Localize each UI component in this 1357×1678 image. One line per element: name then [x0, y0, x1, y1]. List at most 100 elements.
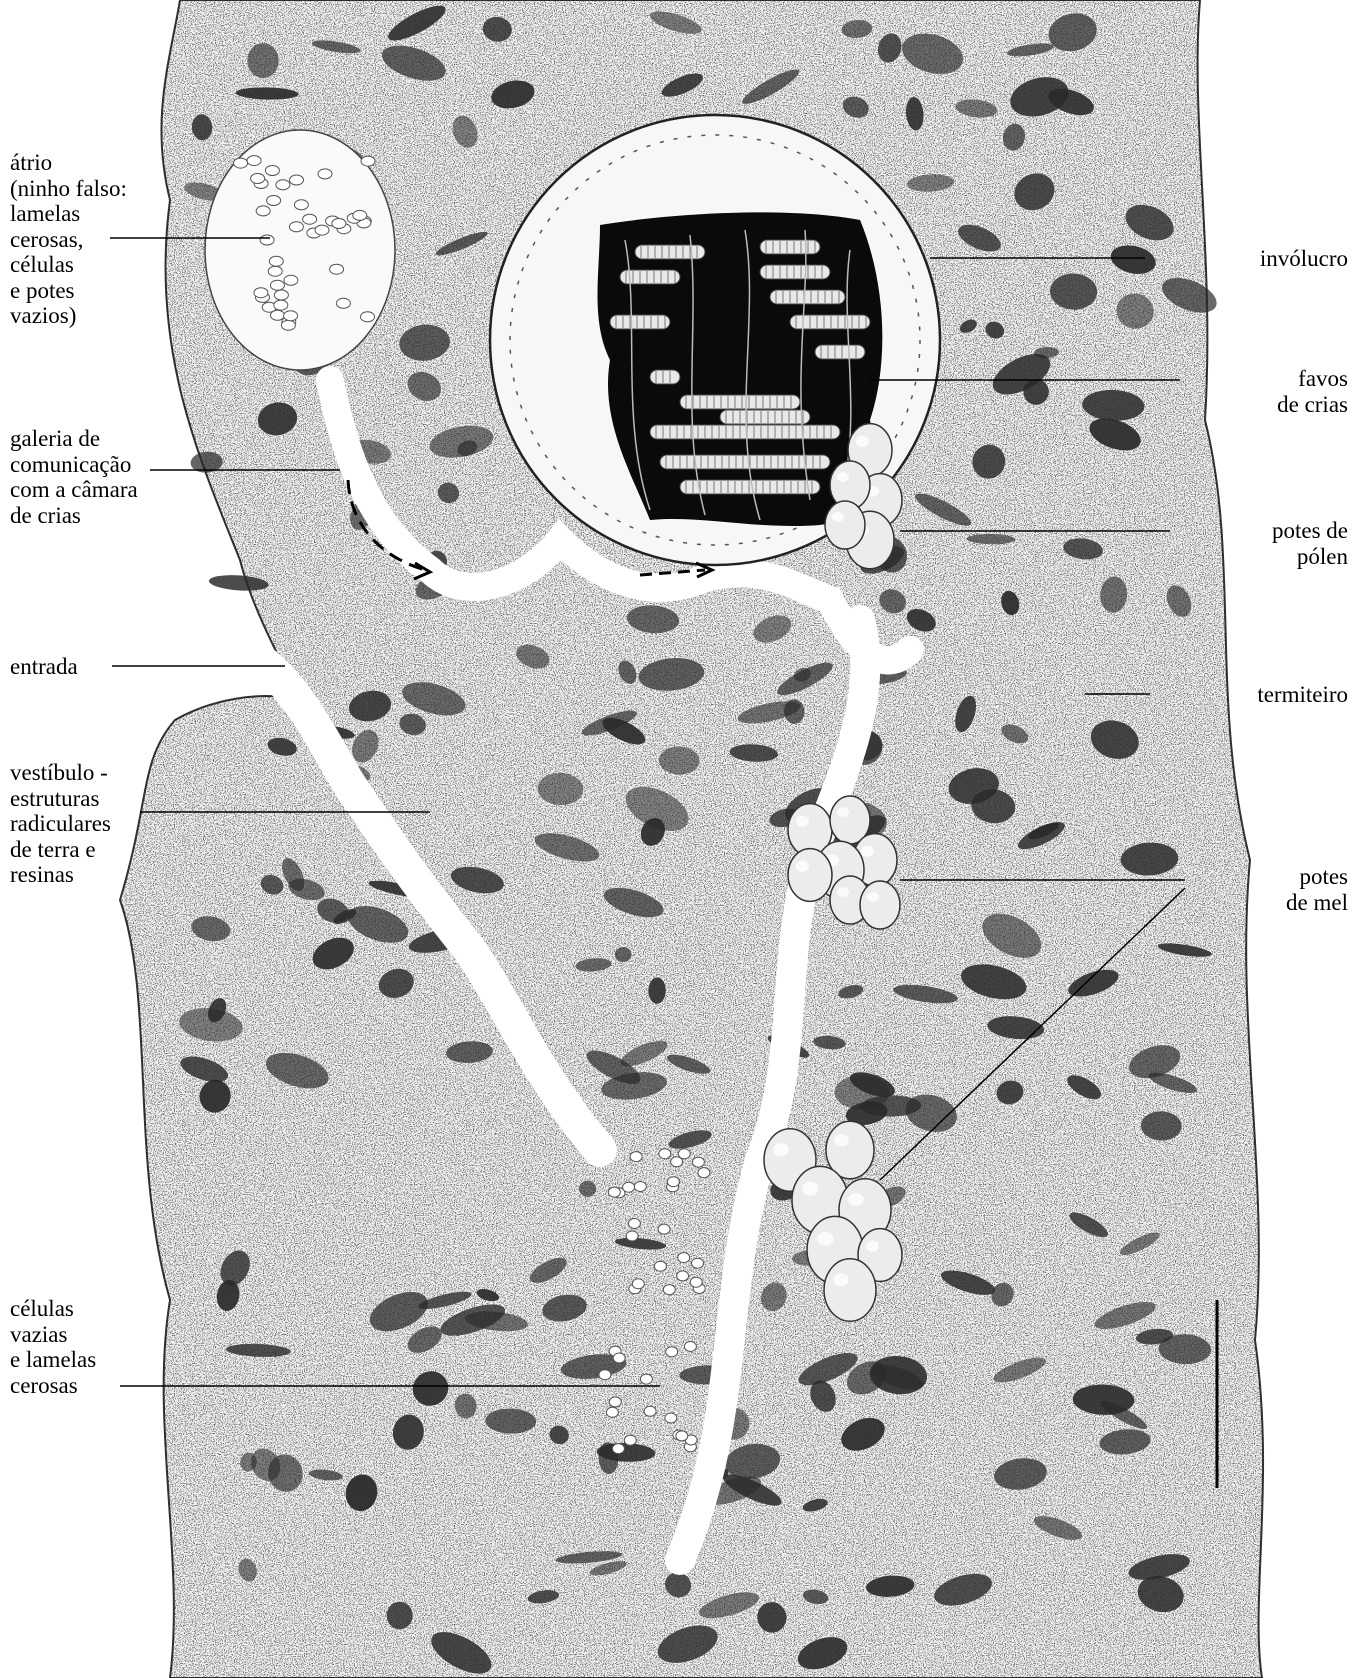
brood-comb — [680, 395, 800, 409]
atrium-cell — [256, 206, 270, 216]
label-potes-polen: potes de pólen — [1272, 518, 1348, 569]
empty-cell — [663, 1285, 675, 1295]
atrium-cell — [274, 290, 288, 300]
pot-highlight — [867, 892, 879, 902]
pot-highlight — [817, 1232, 834, 1246]
empty-cell — [667, 1177, 679, 1187]
empty-cell — [659, 1149, 671, 1159]
empty-cell — [606, 1407, 618, 1417]
empty-cell — [654, 1261, 666, 1271]
atrium-cell — [284, 311, 298, 321]
atrium-cell — [315, 225, 329, 235]
atrium-cell — [270, 280, 284, 290]
pot-highlight — [796, 816, 809, 827]
atrium-cell — [330, 264, 344, 274]
empty-cell — [626, 1231, 638, 1241]
empty-cell — [608, 1187, 620, 1197]
brood-comb — [770, 290, 845, 304]
atrium-cell — [332, 219, 346, 229]
empty-cell — [692, 1258, 704, 1268]
empty-cell — [609, 1397, 621, 1407]
atrium-cell — [274, 300, 288, 310]
atrium-cell — [294, 200, 308, 210]
label-atrio: átrio (ninho falso: lamelas cerosas, cél… — [10, 150, 127, 329]
atrium-cell — [254, 288, 268, 298]
pot-highlight — [866, 1241, 879, 1252]
atrium-cell — [268, 266, 282, 276]
atrium-cell — [276, 180, 290, 190]
brood-comb — [635, 245, 705, 259]
atrium-cell — [260, 235, 274, 245]
atrium-cell — [289, 222, 303, 232]
label-vestibulo: vestíbulo - estruturas radiculares de te… — [10, 760, 111, 888]
pot-highlight — [861, 846, 874, 857]
empty-cell — [640, 1374, 652, 1384]
empty-cell — [676, 1431, 688, 1441]
empty-cell — [623, 1182, 635, 1192]
empty-cell — [684, 1342, 696, 1352]
brood-comb — [790, 315, 870, 329]
empty-cell — [698, 1168, 710, 1178]
empty-cell — [665, 1413, 677, 1423]
empty-cell — [678, 1149, 690, 1159]
pot-highlight — [848, 1193, 864, 1206]
brood-comb — [760, 265, 830, 279]
storage-pot — [860, 881, 900, 929]
empty-cell — [678, 1253, 690, 1263]
empty-cell — [630, 1152, 642, 1162]
storage-pot — [824, 1259, 876, 1321]
pot-highlight — [802, 1182, 819, 1196]
empty-cell — [613, 1353, 625, 1363]
atrium-cell — [269, 256, 283, 266]
empty-cell — [634, 1182, 646, 1192]
atrium-cell — [251, 174, 265, 184]
pot-highlight — [834, 1134, 848, 1146]
atrium-cell — [290, 175, 304, 185]
empty-cell — [666, 1347, 678, 1357]
atrium-cell — [247, 156, 261, 166]
pot-highlight — [832, 512, 844, 522]
pot-highlight — [837, 807, 849, 817]
pot-highlight — [833, 1273, 849, 1286]
label-celulas-vazias: células vazias e lamelas cerosas — [10, 1296, 96, 1398]
empty-cell — [644, 1406, 656, 1416]
pot-highlight — [796, 861, 809, 872]
storage-pot — [825, 501, 865, 549]
empty-cell — [624, 1435, 636, 1445]
label-involucro: invólucro — [1260, 246, 1348, 272]
pot-highlight — [773, 1143, 789, 1156]
empty-cell — [628, 1219, 640, 1229]
label-favos: favos de crias — [1277, 366, 1348, 417]
atrium-cell — [281, 320, 295, 330]
label-termiteiro: termiteiro — [1257, 682, 1348, 708]
atrium-cell — [361, 312, 375, 322]
pot-highlight — [837, 472, 849, 482]
brood-comb — [650, 370, 680, 384]
brood-comb — [760, 240, 820, 254]
empty-cell — [658, 1224, 670, 1234]
pot-highlight — [837, 887, 849, 897]
storage-pot — [788, 849, 832, 902]
label-potes-mel: potes de mel — [1286, 864, 1348, 915]
atrium-cell — [353, 210, 367, 220]
brood-comb — [680, 480, 820, 494]
empty-cell — [677, 1271, 689, 1281]
label-galeria: galeria de comunicação com a câmara de c… — [10, 426, 138, 528]
atrium-cell — [336, 298, 350, 308]
brood-comb — [650, 425, 840, 439]
brood-comb — [610, 315, 670, 329]
empty-cell — [599, 1370, 611, 1380]
atrium-cell — [303, 214, 317, 224]
atrium-cell — [234, 158, 248, 168]
label-entrada: entrada — [10, 654, 78, 680]
atrium-cell — [318, 169, 332, 179]
empty-cell — [632, 1279, 644, 1289]
empty-cell — [692, 1157, 704, 1167]
atrium-cell — [267, 196, 281, 206]
atrium-cell — [265, 166, 279, 176]
empty-cell — [612, 1444, 624, 1454]
atrium-cell — [361, 156, 375, 166]
pot-highlight — [856, 436, 869, 447]
false-nest-atrium — [205, 130, 395, 370]
